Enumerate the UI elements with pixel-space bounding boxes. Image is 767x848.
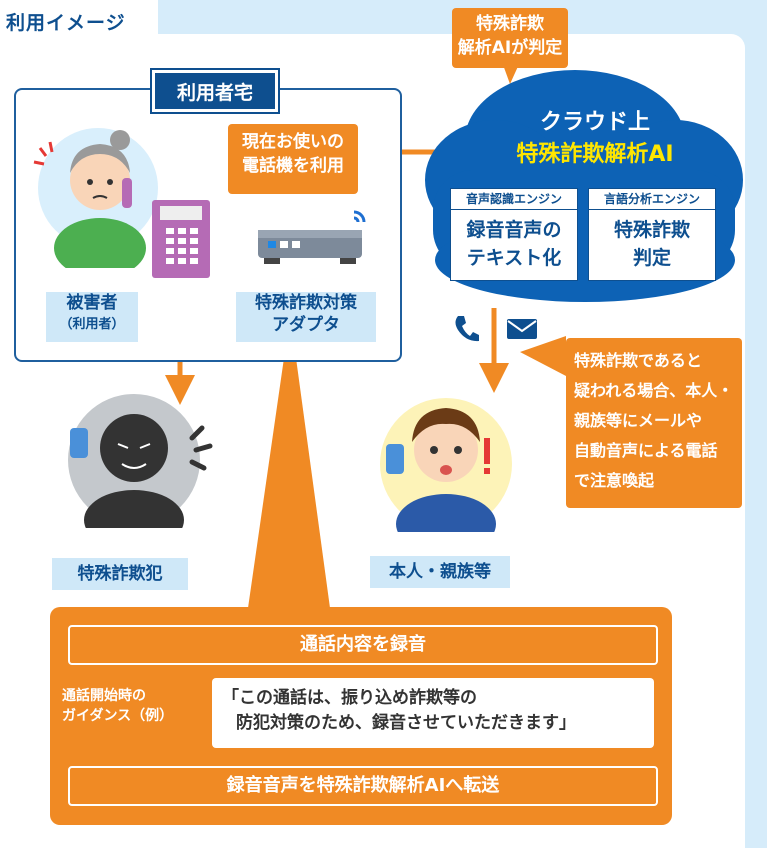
mail-icon (507, 319, 537, 339)
engine-speech-line2: テキスト化 (466, 247, 562, 269)
guidance-label-line1: 通話開始時の (62, 688, 146, 704)
engine-language-line1: 特殊詐欺 (613, 219, 690, 241)
user-home-label: 利用者宅 (152, 70, 278, 112)
alert-line5: で注意喚起 (574, 471, 655, 490)
phone-usage-line1: 現在お使いの (242, 132, 344, 152)
adapter-label: 特殊詐欺対策 アダプタ (236, 292, 376, 342)
guidance-label: 通話開始時の ガイダンス（例） (62, 686, 202, 726)
engine-speech-tab: 音声認識エンジン (450, 188, 578, 210)
transfer-bar: 録音音声を特殊詐欺解析AIへ転送 (68, 766, 658, 806)
relative-illustration-icon (380, 398, 512, 532)
engine-speech-line1: 録音音声の (466, 219, 562, 241)
home-phone-icon (152, 200, 210, 278)
victim-label-line2: （利用者） (59, 317, 125, 332)
guidance-text-box: 「この通話は、振り込め詐欺等の 防犯対策のため、録音させていただきます」 (212, 678, 654, 748)
engine-speech: 音声認識エンジン 録音音声の テキスト化 (450, 188, 578, 281)
alert-line1: 特殊詐欺であると (574, 351, 702, 370)
engine-language-tab: 言語分析エンジン (588, 188, 716, 210)
ai-judge-line2: 解析AIが判定 (457, 38, 563, 58)
cloud-ai-name: 特殊詐欺解析AI (516, 142, 674, 167)
adapter-label-line1: 特殊詐欺対策 (255, 293, 357, 313)
alert-line2: 疑われる場合、本人・ (574, 381, 734, 400)
scammer-label: 特殊詐欺犯 (52, 558, 188, 590)
phone-call-icon (455, 316, 479, 342)
engine-language-line2: 判定 (632, 247, 671, 269)
engine-language: 言語分析エンジン 特殊詐欺 判定 (588, 188, 716, 281)
alert-line4: 自動音声による電話 (574, 441, 718, 460)
guidance-text-line2: 防犯対策のため、録音させていただきます」 (236, 713, 576, 733)
cloud-title: クラウド上 (539, 110, 650, 135)
alert-line3: 親族等にメールや (574, 411, 703, 430)
ai-judge-bubble: 特殊詐欺 解析AIが判定 (452, 8, 568, 68)
funnel-to-recording (248, 358, 330, 608)
victim-illustration-icon (33, 128, 158, 268)
ai-judge-line1: 特殊詐欺 (476, 14, 544, 34)
guidance-text-line1: 「この通話は、振り込め詐欺等の (222, 688, 477, 708)
scammer-illustration-icon (68, 394, 213, 528)
relative-label: 本人・親族等 (370, 556, 510, 588)
engine-speech-box: 録音音声の テキスト化 (450, 209, 578, 281)
record-call-bar: 通話内容を録音 (68, 625, 658, 665)
victim-label-line1: 被害者 (66, 293, 118, 313)
adapter-label-line2: アダプタ (272, 315, 340, 335)
guidance-label-line2: ガイダンス（例） (62, 708, 174, 724)
engine-language-box: 特殊詐欺 判定 (588, 209, 716, 281)
phone-usage-bubble: 現在お使いの 電話機を利用 (228, 124, 358, 194)
victim-label: 被害者 （利用者） (46, 292, 138, 342)
alert-bubble: 特殊詐欺であると 疑われる場合、本人・ 親族等にメールや 自動音声による電話 で… (566, 338, 742, 508)
adapter-device-icon (258, 210, 366, 264)
phone-usage-line2: 電話機を利用 (242, 156, 344, 176)
page-title: 利用イメージ (6, 12, 126, 34)
